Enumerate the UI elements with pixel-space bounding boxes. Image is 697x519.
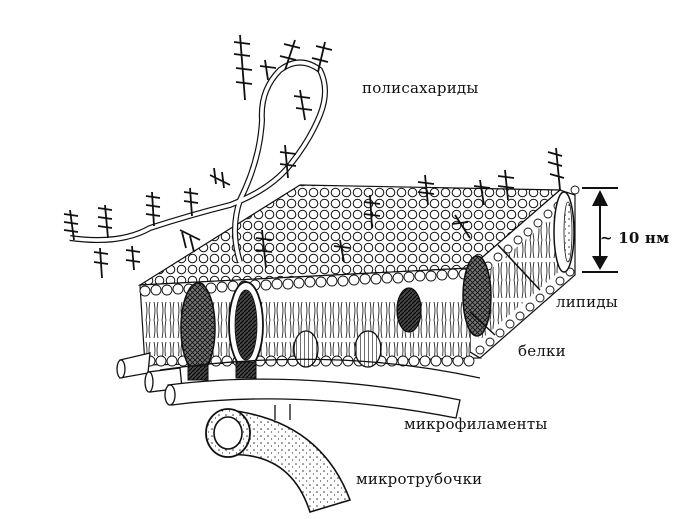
protein-3 [293, 330, 319, 368]
protein-6 [462, 255, 492, 337]
microtubule [205, 408, 352, 513]
protein-4 [354, 330, 382, 368]
protein-5 [396, 287, 422, 333]
pointer-lines [469, 244, 541, 336]
proteins [180, 255, 492, 381]
microfilaments [116, 352, 481, 420]
label-microtubules: микротрубочки [356, 470, 483, 488]
label-microfilaments: микрофиламенты [404, 415, 548, 433]
protein-1 [180, 282, 216, 374]
thickness-marker [582, 187, 618, 273]
label-polysaccharides: полисахариды [362, 79, 479, 97]
label-lipids: липиды [556, 293, 618, 311]
label-proteins: белки [518, 342, 566, 360]
label-thickness: ~ 10 нм [600, 229, 670, 247]
polysaccharides-chains [63, 34, 565, 279]
